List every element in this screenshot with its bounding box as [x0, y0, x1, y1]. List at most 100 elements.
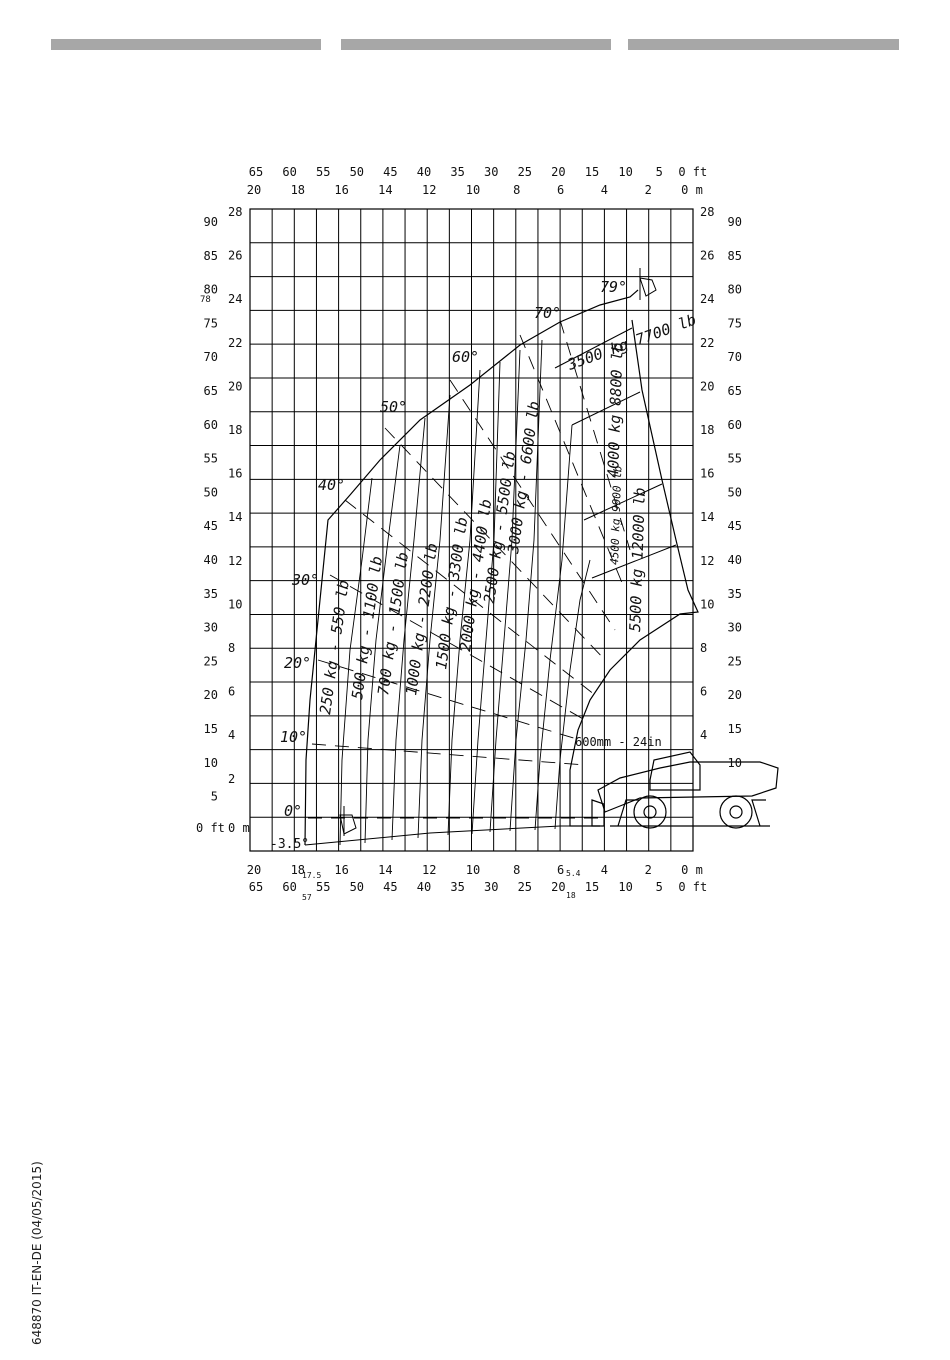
bot-ft-label: 20 — [551, 880, 565, 894]
right-m-label: 8 — [700, 641, 707, 655]
bot-m-label: 0 m — [681, 863, 703, 877]
bot-m-label: 2 — [645, 863, 652, 877]
header-bar-middle — [341, 39, 611, 50]
right-m-label: 20 — [700, 379, 714, 393]
right-m-label: 4 — [700, 728, 707, 742]
angle-label-0: 0° — [284, 802, 302, 820]
load-label-4500: 4500 kg 9900 lb — [608, 465, 624, 565]
load-label-250: 250 kg - 550 lb — [316, 579, 353, 716]
top-ft-label: 45 — [383, 165, 397, 179]
angle-labels: 79° 70° 60° 50° 40° 30° 20° 10° 0° — [280, 278, 627, 820]
document-code: 648870 IT-EN-DE (04/05/2015) — [30, 1161, 44, 1345]
left-m-label: 8 — [228, 641, 235, 655]
right-ft-label: 55 — [728, 452, 742, 466]
angle-label-50: 50° — [380, 398, 407, 416]
right-ft-label: 45 — [728, 519, 742, 533]
bot-m-label: 6 — [557, 863, 564, 877]
load-label-4000: 4000 kg 8800 lb — [604, 342, 627, 478]
load-label-3500: 3500 kg 7700 lb — [564, 311, 698, 375]
left-ft-label: 5 — [211, 790, 218, 804]
left-m-label: 12 — [228, 554, 242, 568]
right-ft-label: 90 — [728, 215, 742, 229]
bot-ft-label: 25 — [518, 880, 532, 894]
header-bar-right — [628, 39, 899, 50]
left-m-label: 4 — [228, 728, 235, 742]
minus-angle-label: -3.5° — [270, 837, 309, 852]
left-label-78: 78 — [200, 295, 211, 305]
right-m-label: 10 — [700, 597, 714, 611]
left-ft-label: 40 — [204, 553, 218, 567]
bot-ft-label: 55 — [316, 880, 330, 894]
left-m-label: 10 — [228, 597, 242, 611]
angle-label-40: 40° — [318, 476, 345, 494]
right-ft-label: 60 — [728, 418, 742, 432]
ground-line — [304, 825, 600, 846]
bot-m-label: 4 — [601, 863, 608, 877]
angle-rays — [308, 319, 631, 819]
bottom-small-175: 17.5 — [302, 871, 321, 880]
top-m-label: 20 — [247, 183, 261, 197]
left-ft-label: 85 — [204, 249, 218, 263]
left-ft-label: 70 — [204, 350, 218, 364]
right-ft-label: 65 — [728, 384, 742, 398]
left-ft-label: 55 — [204, 452, 218, 466]
right-m-label: 22 — [700, 336, 714, 350]
left-ft-label: 20 — [204, 688, 218, 702]
bot-ft-label: 60 — [282, 880, 296, 894]
bot-m-label: 10 — [466, 863, 480, 877]
right-m-label: 26 — [700, 249, 714, 263]
bot-m-label: 18 — [291, 863, 305, 877]
right-ft-label: 75 — [728, 316, 742, 330]
bottom-small-54: 5.4 — [566, 869, 581, 878]
right-ft-label: 25 — [728, 654, 742, 668]
left-ft-label: 65 — [204, 384, 218, 398]
right-ft-label: 30 — [728, 621, 742, 635]
bot-ft-label: 50 — [350, 880, 364, 894]
right-ft-label: 40 — [728, 553, 742, 567]
top-m-label: 16 — [334, 183, 348, 197]
top-ft-label: 60 — [282, 165, 296, 179]
left-ft-label: 35 — [204, 587, 218, 601]
load-chart-diagram: 79° 70° 60° 50° 40° 30° 20° 10° 0° 250 k… — [196, 165, 779, 902]
top-m-label: 4 — [601, 183, 608, 197]
left-ft-label: 75 — [204, 316, 218, 330]
left-m-label: 20 — [228, 379, 242, 393]
bot-ft-label: 5 — [656, 880, 663, 894]
bot-ft-label: 65 — [249, 880, 263, 894]
top-m-label: 6 — [557, 183, 564, 197]
top-m-label: 0 m — [681, 183, 703, 197]
right-ft-label: 80 — [728, 283, 742, 297]
top-m-label: 18 — [291, 183, 305, 197]
left-ft-label: 80 — [204, 283, 218, 297]
right-m-label: 16 — [700, 467, 714, 481]
right-m-label: 18 — [700, 423, 714, 437]
right-ft-label: 50 — [728, 485, 742, 499]
zero-ft-label: 0 ft — [196, 821, 225, 835]
right-ft-label: 10 — [728, 756, 742, 770]
reach-envelope — [304, 289, 639, 846]
top-m-label: 12 — [422, 183, 436, 197]
left-m-label: 28 — [228, 205, 242, 219]
zone-divider-top — [554, 327, 677, 579]
bot-ft-label: 10 — [618, 880, 632, 894]
left-ft-label: 15 — [204, 722, 218, 736]
right-m-label: 12 — [700, 554, 714, 568]
left-ft-label: 45 — [204, 519, 218, 533]
top-m-label: 2 — [645, 183, 652, 197]
top-ft-label: 0 ft — [678, 165, 707, 179]
right-m-label: 6 — [700, 685, 707, 699]
bot-ft-label: 45 — [383, 880, 397, 894]
left-ft-label: 30 — [204, 621, 218, 635]
bot-ft-label: 15 — [585, 880, 599, 894]
left-m-label: 16 — [228, 467, 242, 481]
telehandler-machine-icon — [591, 751, 779, 829]
bot-ft-label: 0 ft — [678, 880, 707, 894]
left-ft-label: 10 — [204, 756, 218, 770]
right-ft-label: 20 — [728, 688, 742, 702]
